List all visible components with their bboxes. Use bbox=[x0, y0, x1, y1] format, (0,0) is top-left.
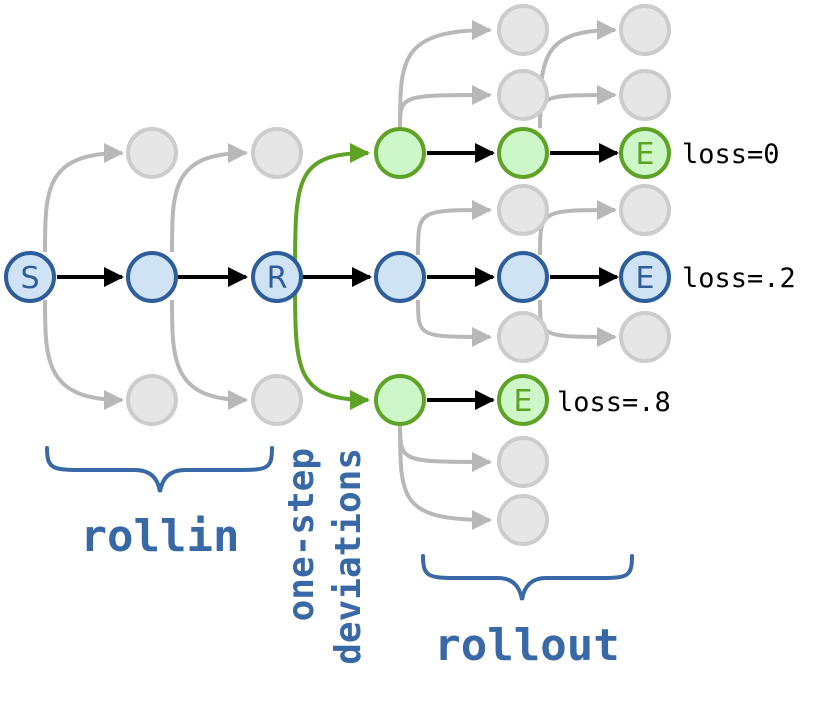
end-node-middle bbox=[619, 251, 671, 303]
r-node bbox=[251, 251, 303, 303]
edge-bmid-down bbox=[416, 299, 492, 347]
rollout-brace bbox=[421, 554, 634, 601]
gray-node bbox=[126, 127, 178, 179]
edge-gbot-down2 bbox=[398, 423, 492, 530]
edge-n2-down bbox=[170, 299, 248, 410]
gray-node bbox=[497, 494, 549, 546]
rollin-node bbox=[126, 251, 178, 303]
gray-node bbox=[619, 184, 671, 236]
edge-gtop-up2 bbox=[398, 20, 492, 129]
loss-middle: loss=.2 bbox=[682, 263, 796, 294]
gray-nodes bbox=[126, 4, 671, 546]
gray-node bbox=[497, 69, 549, 121]
edge-gtop-up1 bbox=[398, 85, 492, 129]
rollin-brace bbox=[45, 446, 274, 493]
gray-branch-edges bbox=[43, 20, 617, 530]
gray-node bbox=[497, 311, 549, 363]
gray-node bbox=[497, 184, 549, 236]
deviations-label-group: one-step bbox=[281, 448, 322, 621]
deviations-label-line1: one-step bbox=[281, 448, 322, 621]
rollin-label: rollin bbox=[81, 511, 240, 562]
loss-bottom: loss=.8 bbox=[557, 387, 671, 418]
deviation-node-bottom bbox=[374, 374, 426, 426]
end-node-top bbox=[619, 127, 671, 179]
edge-gtop2-up1 bbox=[538, 85, 617, 129]
edge-gbot-down1 bbox=[398, 423, 492, 472]
green-nodes bbox=[374, 127, 671, 426]
gray-node bbox=[251, 127, 303, 179]
blue-nodes bbox=[4, 251, 671, 303]
rollout-label: rollout bbox=[434, 620, 619, 671]
edge-bmid2-down bbox=[538, 299, 617, 347]
gray-node bbox=[619, 4, 671, 56]
rollout-node-mid bbox=[374, 251, 426, 303]
deviation-node-top bbox=[374, 127, 426, 179]
edge-s-down bbox=[43, 299, 124, 410]
gray-node bbox=[619, 311, 671, 363]
loss-top: loss=0 bbox=[682, 139, 780, 170]
edge-gtop2-up2 bbox=[538, 20, 617, 129]
rollout-node-mid2 bbox=[497, 251, 549, 303]
deviations-label-line2: deviations bbox=[328, 448, 369, 665]
deviations-label-group-2: deviations bbox=[328, 448, 369, 665]
edge-bmid-up bbox=[416, 200, 492, 256]
black-main-edges bbox=[57, 143, 619, 410]
green-deviation-edges bbox=[293, 143, 370, 410]
end-node-bottom bbox=[497, 374, 549, 426]
gray-node bbox=[497, 4, 549, 56]
gray-node bbox=[126, 374, 178, 426]
edge-s-up bbox=[43, 143, 124, 253]
rollout-node-top2 bbox=[497, 127, 549, 179]
end-middle-label: E bbox=[636, 261, 655, 296]
end-bottom-label: E bbox=[514, 384, 533, 419]
gray-node bbox=[497, 436, 549, 488]
start-node bbox=[4, 251, 56, 303]
edge-bmid2-up bbox=[538, 200, 617, 256]
edge-deviation-down bbox=[293, 279, 370, 410]
start-node-label: S bbox=[20, 261, 39, 296]
edge-n2-up bbox=[170, 143, 248, 253]
edge-deviation-up bbox=[293, 143, 370, 276]
gray-node bbox=[619, 69, 671, 121]
gray-node bbox=[251, 374, 303, 426]
r-node-label: R bbox=[267, 261, 288, 296]
end-top-label: E bbox=[636, 137, 655, 172]
